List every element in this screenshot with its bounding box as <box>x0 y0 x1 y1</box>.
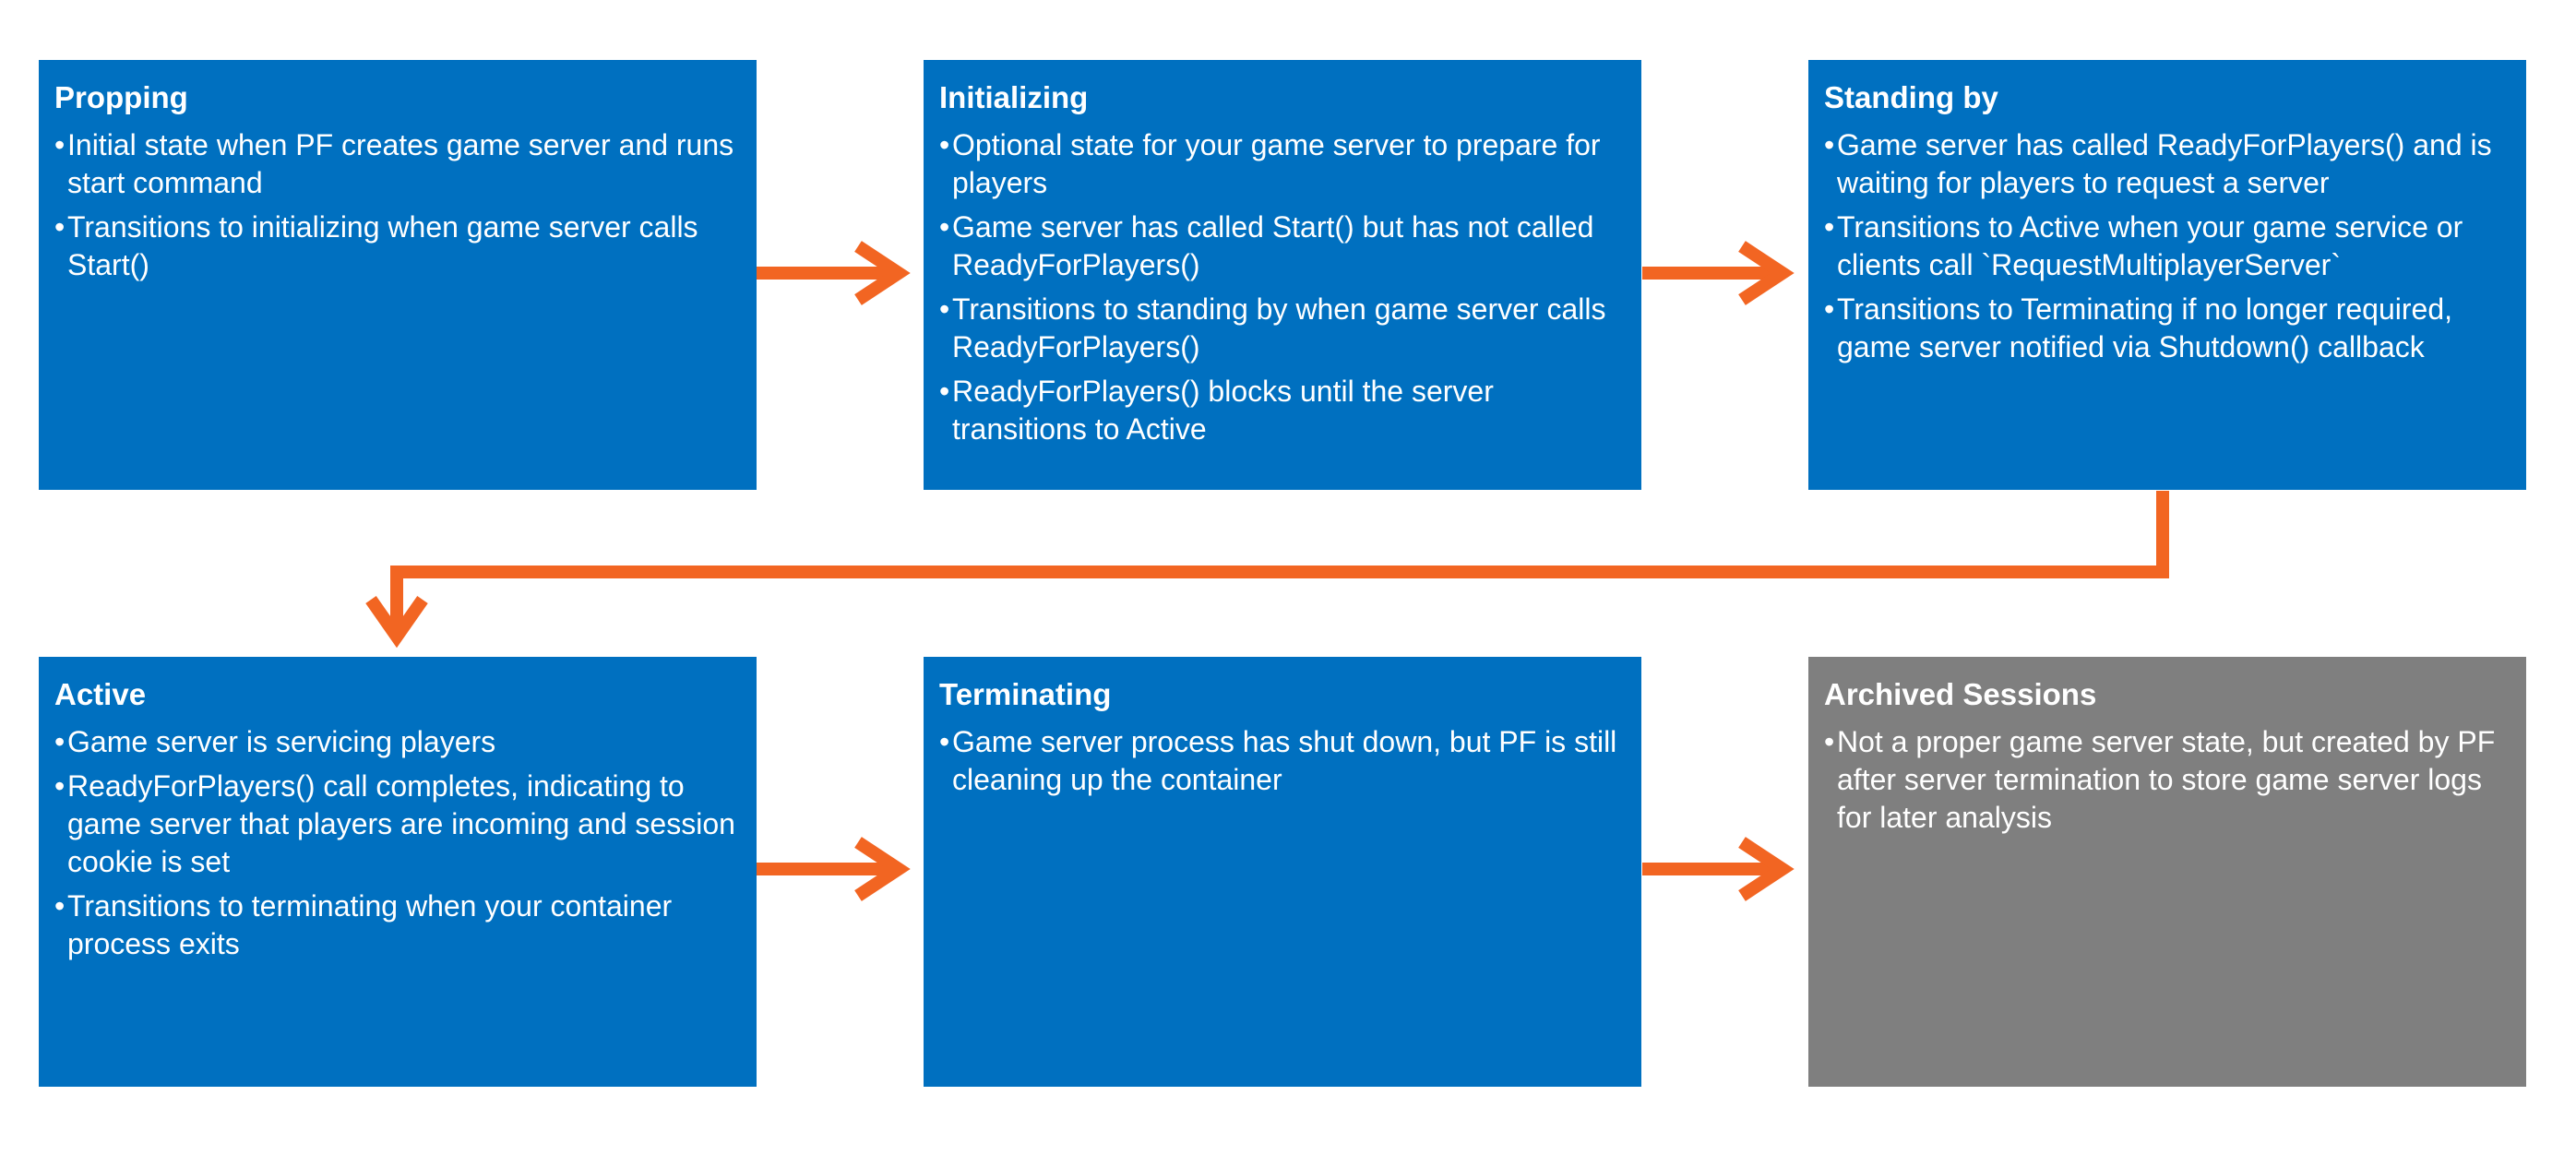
state-box-active: Active Game server is servicing players … <box>39 657 757 1087</box>
arrow-terminating-to-archived <box>1642 837 1795 901</box>
state-bullet: ReadyForPlayers() blocks until the serve… <box>939 373 1627 448</box>
state-bullet-list: Game server has called ReadyForPlayers()… <box>1824 126 2511 366</box>
state-box-propping: Propping Initial state when PF creates g… <box>39 60 757 490</box>
state-bullet: Optional state for your game server to p… <box>939 126 1627 202</box>
state-title: Terminating <box>939 677 1112 711</box>
state-box-terminating: Terminating Game server process has shut… <box>924 657 1641 1087</box>
state-bullet: Transitions to Active when your game ser… <box>1824 208 2511 284</box>
state-bullet-list: Not a proper game server state, but crea… <box>1824 723 2511 837</box>
state-bullet: Game server process has shut down, but P… <box>939 723 1627 799</box>
arrow-initializing-to-standing-by <box>1642 241 1795 305</box>
state-title: Archived Sessions <box>1824 677 2097 711</box>
state-bullet: Not a proper game server state, but crea… <box>1824 723 2511 837</box>
state-bullet-list: Initial state when PF creates game serve… <box>54 126 742 284</box>
state-box-archived-sessions: Archived Sessions Not a proper game serv… <box>1808 657 2526 1087</box>
state-box-initializing: Initializing Optional state for your gam… <box>924 60 1641 490</box>
arrow-standing-by-to-active <box>365 491 2169 649</box>
state-bullet: Transitions to terminating when your con… <box>54 887 742 963</box>
state-bullet-list: Optional state for your game server to p… <box>939 126 1627 448</box>
arrow-propping-to-initializing <box>757 241 911 305</box>
arrow-active-to-terminating <box>757 837 911 901</box>
state-title: Standing by <box>1824 80 1998 114</box>
state-bullet-list: Game server is servicing players ReadyFo… <box>54 723 742 963</box>
state-bullet: Game server has called Start() but has n… <box>939 208 1627 284</box>
state-title: Propping <box>54 80 188 114</box>
state-box-standing-by: Standing by Game server has called Ready… <box>1808 60 2526 490</box>
state-title: Initializing <box>939 80 1089 114</box>
state-bullet: ReadyForPlayers() call completes, indica… <box>54 768 742 881</box>
state-bullet: Initial state when PF creates game serve… <box>54 126 742 202</box>
state-bullet: Transitions to initializing when game se… <box>54 208 742 284</box>
state-bullet: Transitions to standing by when game ser… <box>939 291 1627 366</box>
state-bullet: Transitions to Terminating if no longer … <box>1824 291 2511 366</box>
state-bullet: Game server has called ReadyForPlayers()… <box>1824 126 2511 202</box>
state-bullet: Game server is servicing players <box>54 723 742 761</box>
state-bullet-list: Game server process has shut down, but P… <box>939 723 1627 799</box>
state-title: Active <box>54 677 147 711</box>
